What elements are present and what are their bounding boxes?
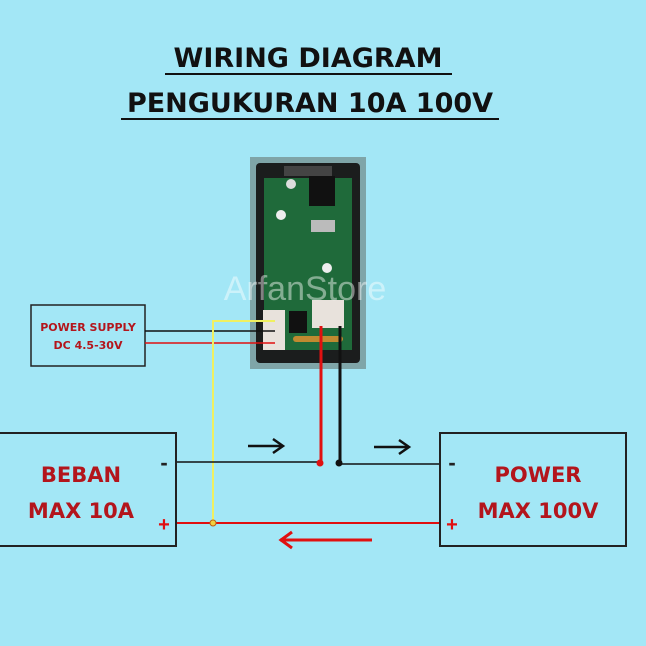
power-supply-box	[30, 304, 146, 367]
title-line-1: WIRING DIAGRAM	[174, 43, 443, 74]
junction-dot-yellow	[209, 519, 217, 527]
source-minus-terminal: -	[448, 450, 455, 475]
source-label-2: MAX 100V	[478, 499, 599, 523]
meter-module-pcb	[250, 157, 366, 369]
load-minus-terminal: -	[160, 450, 167, 475]
power-source-box	[439, 432, 627, 547]
title-line-2: PENGUKURAN 10A 100V	[127, 88, 493, 119]
junction-dot-black	[335, 459, 343, 467]
load-box	[0, 432, 177, 547]
sense-yellow-wire	[212, 320, 275, 523]
source-label-1: POWER	[495, 463, 582, 487]
arrow-right-icon	[248, 437, 286, 455]
junction-dot-red	[316, 459, 324, 467]
load-plus-terminal: +	[158, 514, 170, 536]
power-supply-label-1: POWER SUPPLY	[40, 321, 137, 334]
source-plus-terminal: +	[446, 514, 458, 536]
power-connector	[263, 310, 285, 350]
watermark: ArfanStore	[224, 270, 387, 308]
arrow-right-icon	[374, 438, 412, 456]
shunt-connector	[312, 300, 344, 328]
power-supply-label-2: DC 4.5-30V	[54, 339, 123, 352]
load-label-2: MAX 10A	[28, 499, 135, 523]
load-label-1: BEBAN	[41, 463, 121, 487]
arrow-left-icon	[278, 530, 372, 550]
